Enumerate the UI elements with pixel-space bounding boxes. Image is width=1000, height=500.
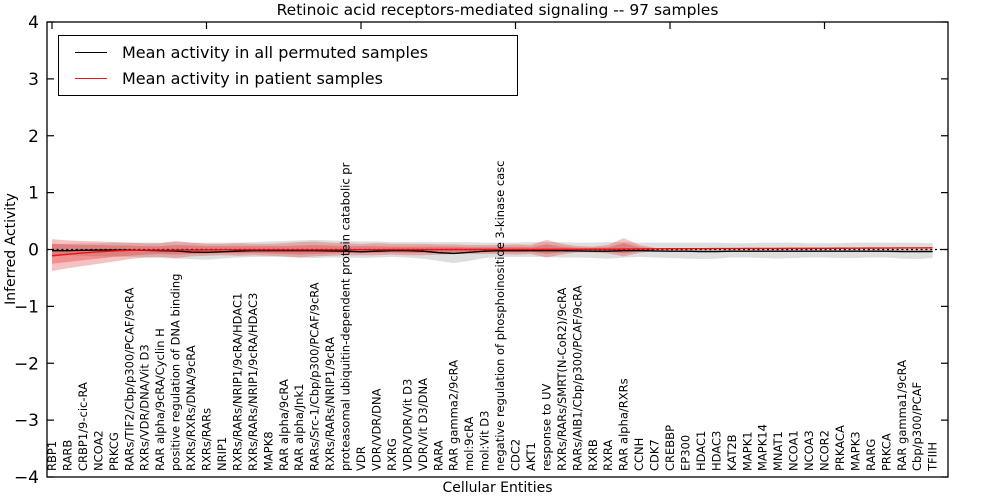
x-category-label: AKT1 — [524, 442, 538, 471]
x-category-label: CDC2 — [509, 439, 523, 471]
legend-label-patient: Mean activity in patient samples — [122, 69, 383, 89]
x-category-label: NCOA1 — [787, 430, 801, 471]
x-category-label: RAR gamma1/9cRA — [895, 360, 909, 471]
x-category-label: TFIIH — [926, 442, 940, 472]
x-category-label: HDAC3 — [709, 431, 723, 471]
y-tick-label: −2 — [14, 354, 39, 374]
x-category-label: CDK7 — [648, 439, 662, 471]
x-category-label: MNAT1 — [771, 431, 785, 471]
legend: Mean activity in all permuted samples Me… — [58, 35, 518, 96]
x-category-label: NCOA3 — [802, 430, 816, 471]
patient-mean-line — [51, 247, 933, 257]
y-tick-label: −1 — [14, 297, 39, 317]
legend-entry-permuted: Mean activity in all permuted samples — [59, 43, 517, 62]
x-category-label: PRKCG — [107, 432, 121, 471]
x-category-label: mol:Vit D3 — [478, 411, 492, 471]
x-category-label: PRKACA — [833, 425, 847, 471]
x-category-label: RARs/TIF2/Cbp/p300/PCAF/9cRA — [122, 287, 136, 471]
x-category-label: negative regulation of phosphoinositide … — [493, 161, 507, 472]
legend-label-permuted: Mean activity in all permuted samples — [122, 42, 429, 62]
y-tick-label: 2 — [28, 127, 39, 147]
x-category-label: RXRs/RARs/SMRT(N-CoR2)/9cRA — [555, 287, 569, 471]
legend-line-patient-icon — [75, 78, 107, 80]
x-category-label: mol:9cRA — [462, 417, 476, 471]
x-category-label: RAR alpha/Jnk1 — [292, 384, 306, 471]
x-category-label: VDR/VDR/Vit D3 — [400, 379, 414, 471]
x-category-label: CRBP1/9-cic-RA — [76, 382, 90, 471]
x-category-label: NRIP1 — [215, 437, 229, 471]
x-category-label: NCOR2 — [818, 430, 832, 471]
x-category-label: PRKCA — [879, 433, 893, 471]
x-category-label: RAR alpha/9cRA — [277, 379, 291, 471]
x-category-label: RXRs/RARs/NRIP1/9cRA — [323, 337, 337, 471]
x-category-label: MAPK3 — [848, 431, 862, 471]
x-category-label: RBP1 — [45, 441, 59, 471]
x-category-label: RXRs/RXRs/DNA/9cRA — [184, 345, 198, 471]
x-category-label: RAR alpha/9cRA/Cyclin H — [153, 328, 167, 471]
x-category-label: RAR alpha/RXRs — [617, 378, 631, 471]
y-tick-label: −4 — [14, 468, 39, 488]
x-category-label: KAT2B — [725, 434, 739, 471]
x-category-label: RXRG — [385, 438, 399, 471]
y-tick-label: −3 — [14, 411, 39, 431]
x-category-label: proteasomal ubiquitin-dependent protein … — [339, 162, 353, 471]
y-tick-label: 0 — [28, 241, 39, 261]
x-category-label: RXRs/RARs — [200, 408, 214, 471]
y-tick-label: 3 — [28, 70, 39, 90]
red-band-outer — [52, 238, 655, 272]
x-category-label: RXRA — [601, 440, 615, 471]
x-category-label: VDR — [354, 446, 368, 471]
x-category-label: CREBBP — [663, 425, 677, 471]
x-category-label: MAPK1 — [740, 431, 754, 471]
x-category-label: RARs/AIB1/Cbp/p300/PCAF/9cRA — [570, 285, 584, 471]
x-category-label: VDR/Vit D3/DNA — [416, 378, 430, 471]
x-category-label: VDR/VDR/DNA — [369, 388, 383, 471]
x-category-label: RXRs/RARs/NRIP1/9cRA/HDAC3 — [246, 293, 260, 471]
x-category-label: response to UV — [539, 383, 553, 471]
x-category-label: CCNH — [632, 438, 646, 471]
x-category-label: MAPK8 — [261, 431, 275, 471]
x-category-label: RXRs/VDR/DNA/Vit D3 — [138, 344, 152, 471]
x-axis-title: Cellular Entities — [442, 480, 553, 496]
x-category-label: RXRs/RARs/NRIP1/9cRA/HDAC1 — [230, 293, 244, 471]
x-category-label: Cbp/p300/PCAF — [910, 382, 924, 471]
x-category-label: positive regulation of DNA binding — [169, 274, 183, 471]
x-category-label: EP300 — [678, 435, 692, 471]
permuted-mean-line — [52, 249, 933, 255]
x-category-label: RARB — [60, 440, 74, 471]
x-category-label: MAPK14 — [756, 424, 770, 471]
x-category-label: HDAC1 — [694, 431, 708, 471]
x-category-label: NCOA2 — [91, 430, 105, 471]
x-category-label: RARA — [431, 440, 445, 471]
y-axis-title: Inferred Activity — [3, 193, 19, 305]
legend-line-permuted-icon — [75, 51, 107, 53]
x-category-label: RAR gamma2/9cRA — [447, 360, 461, 471]
x-category-label: RXRB — [586, 439, 600, 471]
legend-entry-patient: Mean activity in patient samples — [59, 69, 517, 88]
y-tick-label: 1 — [28, 184, 39, 204]
x-category-label: RARG — [864, 439, 878, 471]
y-tick-label: 4 — [28, 13, 39, 33]
x-category-label: RARs/Src-1/Cbp/p300/PCAF/9cRA — [308, 282, 322, 471]
red-band-inner — [52, 243, 655, 264]
chart-title: Retinoic acid receptors-mediated signali… — [276, 1, 719, 19]
